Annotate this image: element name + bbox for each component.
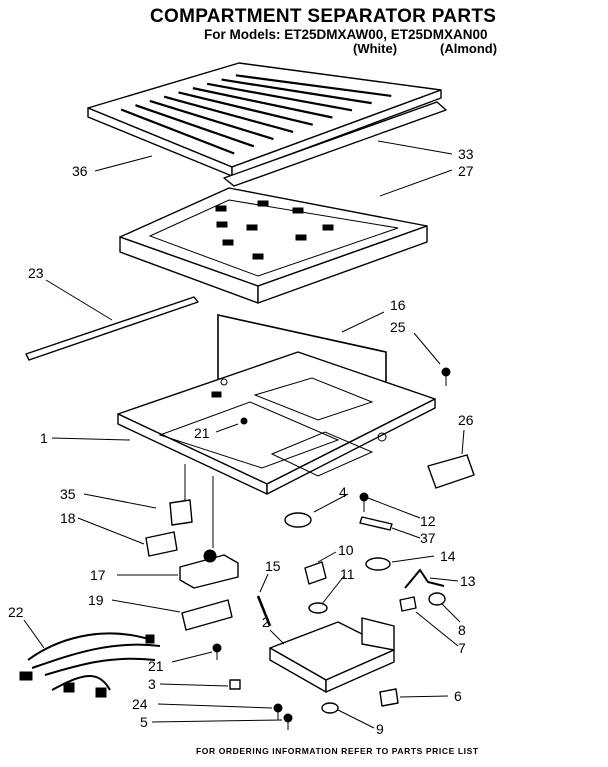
callout-9: 9 — [376, 721, 384, 737]
part-24-screw — [273, 703, 283, 720]
part-16-wire-bracket — [217, 314, 387, 388]
callout-2: 2 — [262, 614, 270, 630]
part-21-screw-lower — [212, 643, 222, 660]
part-6-plug — [379, 688, 399, 707]
shelf-rib — [163, 95, 294, 133]
callout-5: 5 — [140, 714, 148, 730]
part-37-spacer — [359, 516, 393, 531]
callout-10: 10 — [338, 542, 354, 558]
model-numbers: For Models: ET25DMXAW00, ET25DMXAN00 — [204, 27, 488, 42]
callout-4: 4 — [339, 484, 347, 500]
callout-27: 27 — [458, 163, 474, 179]
callout-13: 13 — [460, 573, 476, 589]
callout-14: 14 — [440, 548, 456, 564]
shelf-rib — [149, 99, 274, 141]
part-13-link — [404, 568, 445, 589]
part-4-knob — [284, 512, 312, 528]
callout-12: 12 — [420, 513, 436, 529]
part-33-trim — [223, 101, 447, 187]
callout-22: 22 — [8, 604, 24, 620]
shelf-rib — [206, 82, 353, 112]
leader-lines — [23, 140, 465, 729]
callout-33: 33 — [458, 146, 474, 162]
callout-15: 15 — [265, 558, 281, 574]
callout-35: 35 — [60, 486, 76, 502]
callout-18: 18 — [60, 510, 76, 526]
part-17-housing — [179, 549, 239, 589]
part-19-bracket — [181, 599, 233, 631]
part-2-control-housing — [269, 617, 395, 693]
part-27-frame — [119, 187, 428, 304]
callout-16: 16 — [390, 297, 406, 313]
callout-8: 8 — [458, 622, 466, 638]
callout-23: 23 — [28, 265, 44, 281]
part-22-wire-harness — [19, 632, 161, 698]
part-23-strip — [25, 296, 199, 361]
callout-37: 37 — [420, 530, 436, 546]
part-9-foot — [321, 702, 339, 714]
part-18-cover — [145, 531, 178, 557]
part-5-screw — [283, 713, 293, 730]
part-35-clamp — [169, 499, 193, 526]
part-15-tube — [256, 595, 272, 627]
part-12-screw — [359, 492, 369, 512]
part-3-clip — [229, 679, 241, 690]
callout-11: 11 — [340, 566, 355, 582]
callout-labels: 36 33 27 23 16 25 1 21 26 4 35 12 18 37 … — [8, 146, 476, 737]
ordering-note: FOR ORDERING INFORMATION REFER TO PARTS … — [196, 746, 479, 756]
callout-36: 36 — [72, 163, 88, 179]
callout-6: 6 — [454, 688, 462, 704]
variant-almond-label: (Almond) — [440, 41, 498, 56]
part-11-washer — [308, 602, 328, 614]
variant-white-label: (White) — [353, 41, 398, 56]
part-14-damper — [365, 557, 391, 571]
shelf-rib — [120, 108, 235, 155]
callout-21-lower: 21 — [148, 658, 164, 674]
part-1-separator-panel — [117, 351, 436, 495]
shelf-rib — [221, 78, 372, 105]
callout-1: 1 — [40, 430, 48, 446]
shelf-rib — [192, 87, 333, 119]
callout-25: 25 — [390, 319, 406, 335]
shelf-rib — [135, 104, 255, 148]
callout-26: 26 — [458, 412, 474, 428]
diagram-title: COMPARTMENT SEPARATOR PARTS — [150, 6, 497, 27]
part-26-clip — [427, 454, 475, 489]
callout-19: 19 — [88, 592, 104, 608]
part-10-switch — [304, 561, 327, 585]
callout-17: 17 — [90, 567, 106, 583]
shelf-rib — [235, 74, 392, 98]
callout-3: 3 — [148, 676, 156, 692]
callout-7: 7 — [458, 640, 466, 656]
part-25-screw — [441, 367, 451, 386]
part-36-shelf — [87, 62, 442, 177]
callout-24: 24 — [132, 696, 148, 712]
part-7-bracket — [399, 596, 417, 612]
shelf-rib — [178, 91, 313, 126]
callout-21-upper: 21 — [194, 425, 210, 441]
part-8-bearing — [428, 592, 446, 606]
